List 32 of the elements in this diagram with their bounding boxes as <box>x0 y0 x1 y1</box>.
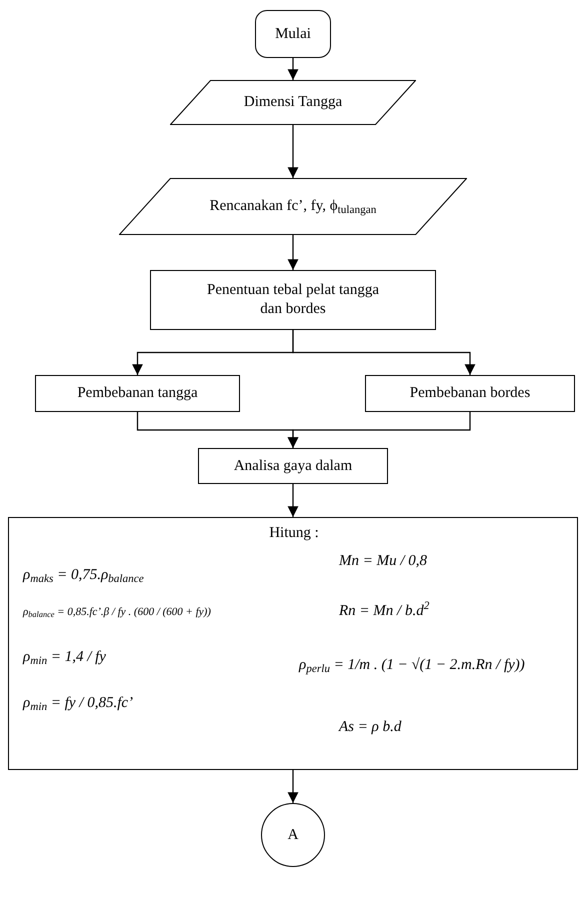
process-box <box>35 375 240 412</box>
arrow <box>288 770 298 803</box>
node-label: Penentuan tebal pelat tangga dan bordes <box>206 281 380 319</box>
box-heading: Hitung : <box>268 524 320 543</box>
node-label: Pembebanan bordes <box>408 384 532 403</box>
node-label: Mulai <box>274 24 312 44</box>
process-box <box>8 517 578 770</box>
arrow <box>288 412 471 448</box>
process-box <box>198 448 388 484</box>
formula: ρ$_{perlu}$ = 1/m . (1 − √(1 − 2.m.Rn / fy)) <box>299 656 526 675</box>
node-label: Dimensi Tangga <box>242 93 344 112</box>
formula: ρ$_{min}$ = 1,4 / fy <box>23 648 107 667</box>
node-label: Analisa gaya dalam <box>232 456 354 476</box>
node-label: Pembebanan tangga <box>76 384 199 403</box>
arrow <box>288 58 298 80</box>
arrow <box>288 125 298 178</box>
arrow <box>292 330 476 375</box>
arrow <box>288 484 298 517</box>
process-box <box>365 375 575 412</box>
input-parallelogram <box>170 80 416 125</box>
node-label: Rencanakan fc’, fy, ϕ$_{tulangan}$ <box>208 197 378 216</box>
arrow <box>288 235 298 270</box>
formula: Mn = Mu / 0,8 <box>339 552 428 571</box>
process-box <box>150 270 436 330</box>
formula: ρ$_{balance}$ = 0,85.fc’.β / fy . (600 / (600 + fy)) <box>23 606 212 620</box>
start-terminal <box>255 10 331 58</box>
input-parallelogram <box>119 178 467 235</box>
formula: Rn = Mn / b.d$^{2}$ <box>339 602 430 621</box>
node-label: A <box>286 826 300 844</box>
formula: ρ$_{maks}$ = 0,75.ρ$_{balance}$ <box>23 566 145 585</box>
formula: ρ$_{min}$ = fy / 0,85.fc’ <box>23 694 134 713</box>
formula: As = ρ b.d <box>339 718 402 737</box>
